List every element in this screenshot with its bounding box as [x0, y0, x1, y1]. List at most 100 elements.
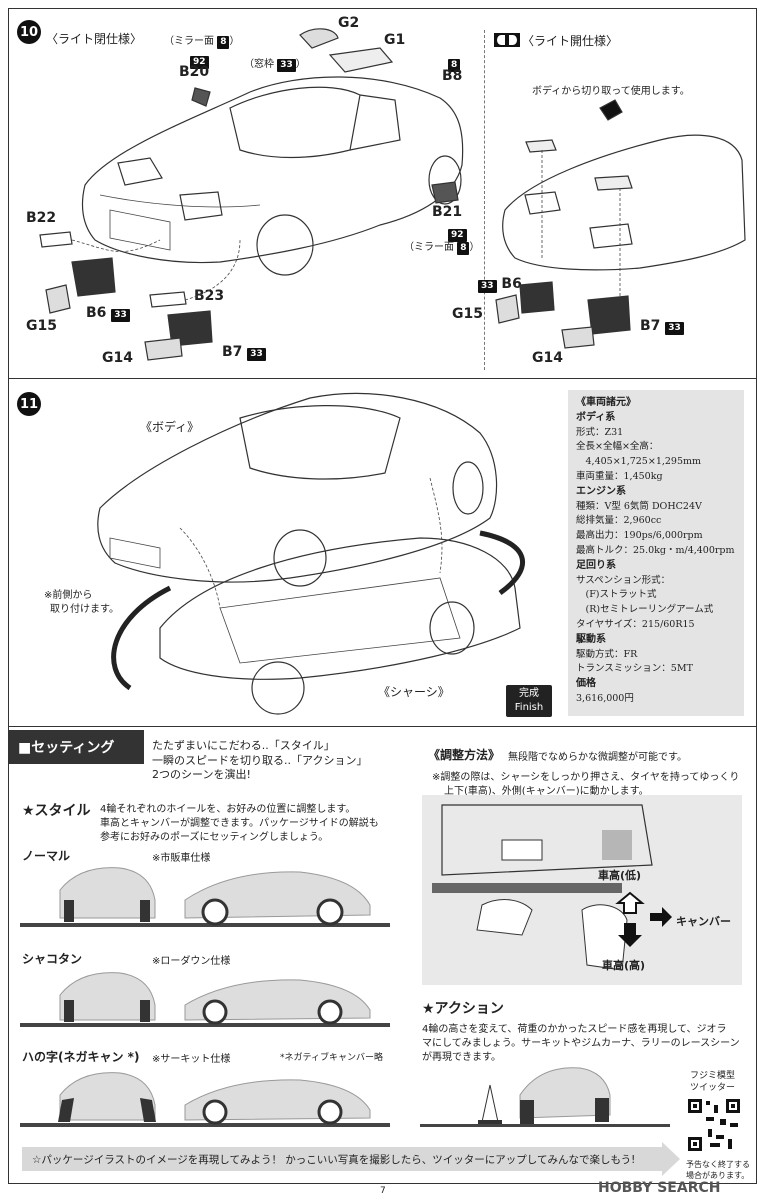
banner-arrow-icon — [662, 1142, 680, 1176]
spec-line: (R)セミトレーリングアーム式 — [576, 604, 714, 616]
part-label-g14-right: G14 — [532, 350, 563, 366]
qr-code-icon — [686, 1097, 742, 1153]
spec-line: 3,616,000円 — [576, 692, 634, 704]
hanoji-note: ※サーキット仕様 — [152, 1054, 231, 1065]
final-assembly-diagram — [97, 392, 525, 715]
shakotan-note: ※ローダウン仕様 — [152, 956, 231, 967]
step-number-11: 11 — [17, 392, 41, 416]
part-label-b20: B20 — [179, 64, 210, 80]
mirror-note-bottom: （ミラー面 8） — [404, 242, 480, 255]
step-number-10: 10 — [17, 20, 41, 44]
style-title: ★スタイル — [22, 803, 91, 819]
shakotan-title: シャコタン — [22, 952, 83, 966]
hanoji-title: ハの字(ネガキャン *) — [22, 1050, 140, 1064]
spec-line: 総排気量：2,960cc — [576, 515, 662, 527]
setting-intro-3: 2つのシーンを演出! — [152, 768, 251, 781]
camber-label: キャンバー — [676, 915, 731, 928]
specs-title: 《車両諸元》 — [576, 397, 636, 408]
spec-line: 足回り系 — [576, 559, 616, 571]
spec-line: 駆動方式：FR — [576, 648, 638, 660]
spec-line: 最高出力：190ps/6,000rpm — [576, 530, 703, 542]
normal-note: ※市販車仕様 — [152, 853, 211, 864]
spec-line: サスペンション形式： — [576, 574, 671, 586]
setting-intro-2: 一瞬のスピードを切り取る..「アクション」 — [152, 754, 368, 767]
style-illustrations — [20, 867, 390, 1127]
twitter-label-1: フジミ模型 — [690, 1071, 736, 1081]
part-label-b22: B22 — [26, 210, 57, 226]
spec-line: 種類：V型 6気筒 DOHC24V — [576, 500, 702, 512]
front-note-line1: ※前側から — [44, 590, 93, 601]
part-label-b6-right: 33 B6 — [478, 276, 522, 293]
closed-light-car-diagram — [39, 28, 464, 361]
part-label-g15-right: G15 — [452, 306, 483, 322]
height-low-label: 車高(低) — [598, 869, 642, 882]
spec-line: 全長×全幅×全高： — [576, 441, 659, 453]
mirror-note-top: （ミラー面 8） — [164, 36, 240, 49]
page-frame — [8, 8, 757, 1184]
twitter-label-2: ツイッター — [690, 1083, 736, 1093]
part-label-b8: B8 — [442, 68, 463, 84]
part-label-g14-left: G14 — [102, 350, 133, 366]
action-title: ★アクション — [422, 1001, 504, 1017]
notice-line-1: 予告なく終了する — [686, 1160, 750, 1169]
light-open-icon — [494, 33, 520, 47]
spec-line: (F)ストラット式 — [576, 589, 657, 601]
adjust-text: 無段階でなめらかな微調整が可能です。 — [508, 752, 687, 763]
part-label-g2: G2 — [338, 15, 360, 31]
vehicle-specs-panel: 《車両諸元》 ボディ系形式：Z31 全長×全幅×全高： 4,405×1,725×1… — [568, 390, 744, 716]
part-label-b23: B23 — [194, 288, 225, 304]
part-label-g15-left: G15 — [26, 318, 57, 334]
spec-line: 最高トルク：25.0kg・m/4,400rpm — [576, 544, 735, 556]
finish-jp: 完成 — [519, 688, 539, 699]
adjust-note-2: 上下(車高)、外側(キャンバー)に動かします。 — [444, 786, 649, 797]
b21-badge: 92 — [448, 222, 467, 242]
action-text-1: 4輪の高さを変えて、荷重のかかったスピード感を再現して、ジオラ — [422, 1024, 727, 1035]
specs-lines: ボディ系形式：Z31 全長×全幅×全高： 4,405×1,725×1,295mm 車… — [576, 411, 736, 707]
part-label-b7-left: B7 33 — [222, 344, 266, 361]
part-label-g1: G1 — [384, 32, 406, 48]
cut-note: ボディから切り取って使用します。 — [532, 86, 690, 97]
part-label-b7-right: B7 33 — [640, 318, 684, 335]
action-illustration — [420, 1067, 670, 1127]
spec-line: タイヤサイズ：215/60R15 — [576, 618, 695, 630]
divider-step11 — [8, 726, 757, 727]
style-text-1: 4輪それぞれのホイールを、お好みの位置に調整します。 — [100, 804, 356, 815]
finish-en: Finish — [514, 702, 544, 713]
front-note-line2: 取り付けます。 — [50, 604, 119, 615]
divider-dashed — [484, 30, 485, 370]
page-number: 7 — [380, 1186, 386, 1196]
adjust-illustration: 車高(低) 車高(高) キャンバー — [422, 795, 742, 985]
setting-heading: ■セッティング — [8, 730, 144, 764]
adjust-note-1: ※調整の際は、シャーシをしっかり押さえ、タイヤを持ってゆっくり — [432, 772, 740, 783]
action-text-2: マにしてみましょう。サーキットやジムカーナ、ラリーのレースシーン — [422, 1038, 740, 1049]
b8-badge: 8 — [448, 52, 461, 72]
style-text-2: 車高とキャンバーが調整できます。パッケージサイドの解説も — [100, 818, 379, 829]
notice-line-2: 場合があります。 — [686, 1171, 750, 1180]
b20-badge: 92 — [190, 49, 209, 69]
hanoji-footnote: *ネガティブキャンバー略 — [280, 1053, 383, 1063]
bottom-banner: ☆パッケージイラストのイメージを再現してみよう！ かっこいい写真を撮影したら、ツ… — [22, 1147, 662, 1171]
body-label: 《ボディ》 — [140, 420, 200, 434]
setting-intro-1: たたずまいにこだわる..「スタイル」 — [152, 739, 335, 752]
closed-light-title: 〈ライト閉仕様〉 — [46, 32, 143, 46]
spec-line: ボディ系 — [576, 411, 616, 423]
watermark: HOBBY SEARCH — [598, 1180, 721, 1196]
spec-line: 駆動系 — [576, 633, 606, 645]
part-label-b6-left: B6 33 — [86, 305, 130, 322]
action-text-3: が再現できます。 — [422, 1052, 501, 1063]
spec-line: 車両重量：1,450kg — [576, 470, 663, 482]
style-text-3: 参考にお好みのポーズにセッティングしましょう。 — [100, 832, 329, 843]
chassis-label: 《シャーシ》 — [378, 685, 450, 699]
adjust-title: 《調整方法》 — [428, 748, 501, 762]
spec-line: 価格 — [576, 678, 596, 690]
open-light-car-diagram — [495, 99, 746, 349]
spec-line: 形式：Z31 — [576, 426, 624, 438]
madowaku-note: （窓枠 33） — [244, 59, 306, 72]
normal-title: ノーマル — [22, 849, 71, 863]
part-label-b21: B21 — [432, 204, 463, 220]
spec-line: エンジン系 — [576, 485, 626, 497]
spec-line: 4,405×1,725×1,295mm — [576, 456, 702, 468]
height-high-label: 車高(高) — [602, 959, 646, 972]
divider-step10 — [8, 378, 757, 379]
open-light-title: 〈ライト開仕様〉 — [522, 34, 619, 48]
